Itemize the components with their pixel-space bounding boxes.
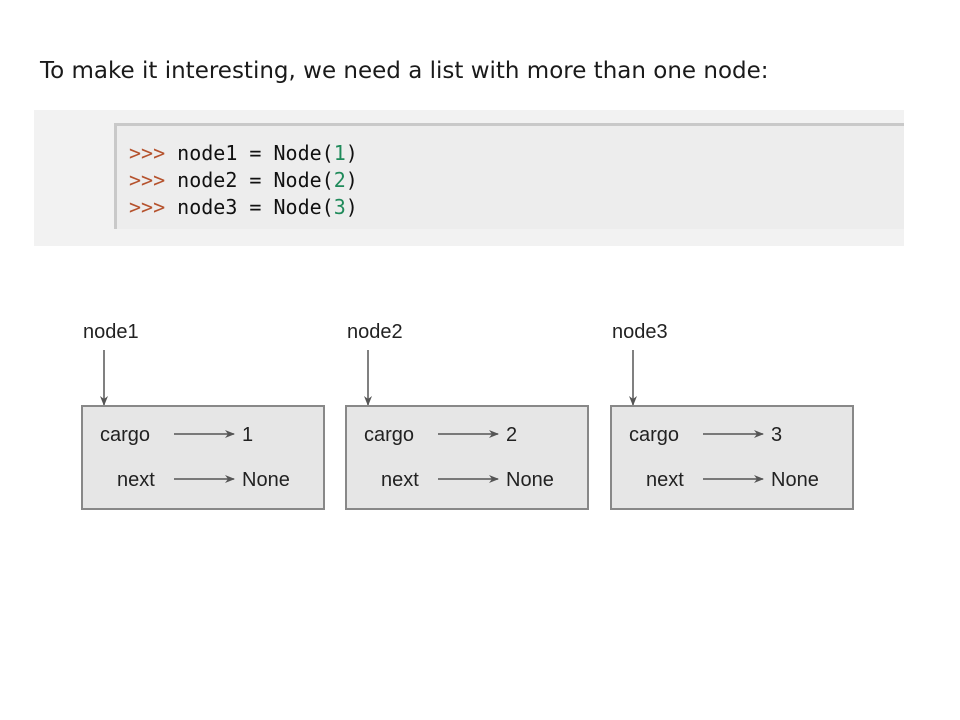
cargo-value: 1	[242, 424, 253, 446]
cargo-label: cargo	[629, 424, 679, 446]
code-lines: >>> node1 = Node(1) >>> node2 = Node(2) …	[129, 140, 358, 221]
code-number: 1	[333, 141, 346, 165]
next-label: next	[646, 469, 684, 491]
code-number: 2	[333, 168, 346, 192]
code-line-1: >>> node1 = Node(1)	[129, 140, 358, 167]
code-text: node3 = Node(	[165, 195, 334, 219]
code-prompt: >>>	[129, 168, 166, 192]
next-value: None	[242, 469, 290, 491]
next-value: None	[771, 469, 819, 491]
node-box	[345, 405, 589, 510]
node-variable-label: node2	[347, 321, 403, 343]
node-variable-label: node1	[83, 321, 139, 343]
linked-list-diagram: node1 cargo 1 next None node2 cargo 2 next None no…	[0, 300, 960, 540]
cargo-value: 3	[771, 424, 782, 446]
node-diagram-svg: node1 cargo 1 next None node2 cargo 2 next None no…	[81, 321, 854, 510]
code-line-3: >>> node3 = Node(3)	[129, 194, 358, 221]
code-line-2: >>> node2 = Node(2)	[129, 167, 358, 194]
node-box	[610, 405, 854, 510]
next-value: None	[506, 469, 554, 491]
code-block: >>> node1 = Node(1) >>> node2 = Node(2) …	[114, 123, 904, 229]
next-label: next	[117, 469, 155, 491]
cargo-label: cargo	[364, 424, 414, 446]
intro-paragraph: To make it interesting, we need a list w…	[40, 58, 769, 84]
code-text: node2 = Node(	[165, 168, 334, 192]
code-text: node1 = Node(	[165, 141, 334, 165]
code-prompt: >>>	[129, 195, 166, 219]
code-text: )	[345, 141, 358, 165]
cargo-label: cargo	[100, 424, 150, 446]
code-number: 3	[333, 195, 346, 219]
code-text: )	[345, 195, 358, 219]
node-box	[81, 405, 325, 510]
next-label: next	[381, 469, 419, 491]
cargo-value: 2	[506, 424, 517, 446]
node-variable-label: node3	[612, 321, 668, 343]
code-prompt: >>>	[129, 141, 166, 165]
code-text: )	[345, 168, 358, 192]
